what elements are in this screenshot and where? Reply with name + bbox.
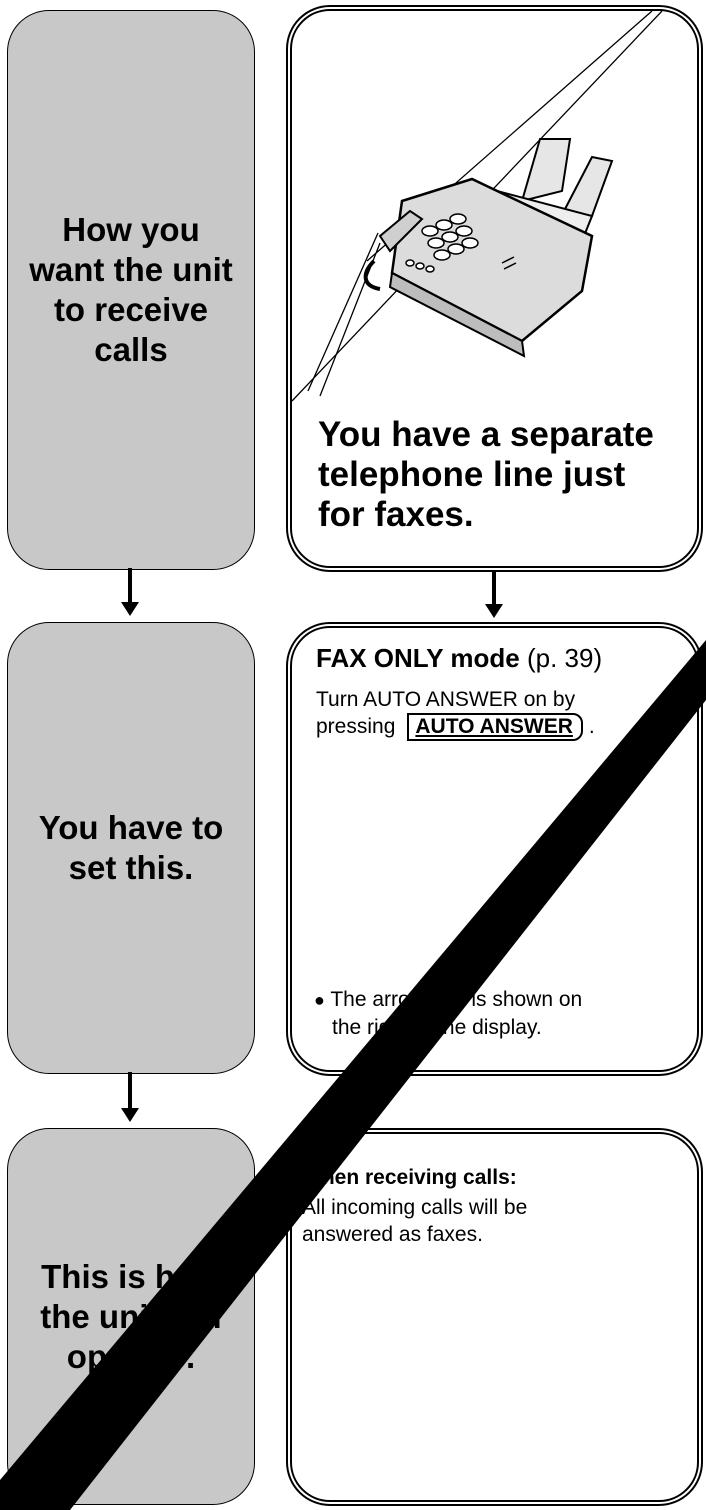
left-box-set-this-text: You have to set this. xyxy=(38,809,224,886)
left-box-receive-calls: How you want the unit to receive calls xyxy=(7,10,255,570)
operation-box: When receiving calls: All incoming calls… xyxy=(286,1128,703,1506)
left-box-receive-calls-text: How you want the unit to receive calls xyxy=(29,211,233,368)
instruction-period: . xyxy=(588,715,595,738)
situation-box: You have a separate telephone line just … xyxy=(286,5,703,572)
mode-heading: FAX ONLY mode (p. 39) xyxy=(316,643,602,674)
instruction-line1: Turn AUTO ANSWER on by xyxy=(316,688,576,711)
arrow-down-icon xyxy=(485,570,503,618)
mode-page-ref: (p. 39) xyxy=(519,643,603,673)
mode-title: FAX ONLY mode xyxy=(316,643,520,673)
arrow-down-icon xyxy=(121,568,139,616)
situation-text: You have a separate telephone line just … xyxy=(318,415,654,534)
arrow-down-icon xyxy=(121,1072,139,1122)
receiving-title: When receiving calls: xyxy=(302,1166,517,1189)
fax-machine-illustration xyxy=(292,11,663,402)
left-box-set-this: You have to set this. xyxy=(7,622,255,1074)
mode-instruction: Turn AUTO ANSWER on by pressing AUTO ANSW… xyxy=(316,686,595,741)
instruction-line2: pressing AUTO ANSWER. xyxy=(316,713,595,741)
bullet-icon: ● xyxy=(314,990,325,1010)
instruction-pressing: pressing xyxy=(316,715,396,738)
auto-answer-key: AUTO ANSWER xyxy=(407,713,583,741)
